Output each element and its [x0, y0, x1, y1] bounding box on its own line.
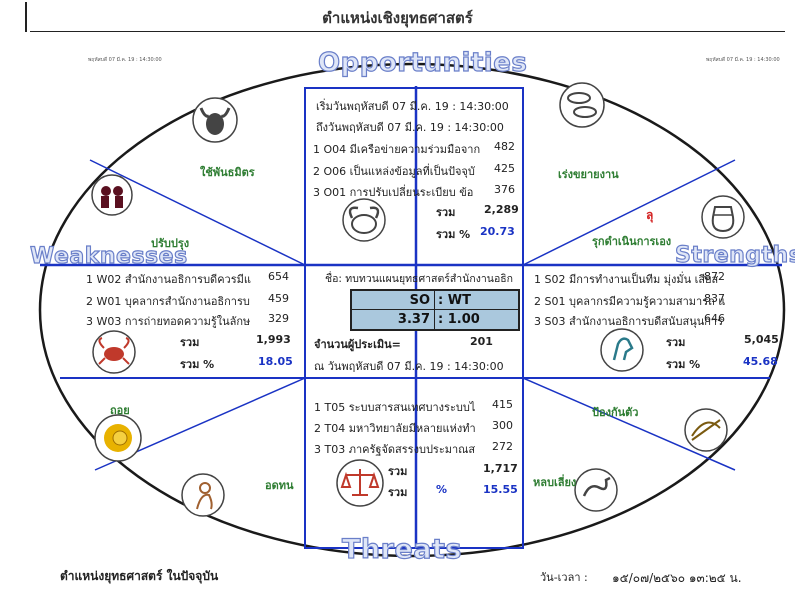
sector-label-endure: อดทน	[265, 479, 294, 492]
sector-label-proactive: รุกดำเนินการเอง	[592, 235, 672, 248]
threat-item-2-value: 300	[492, 419, 513, 432]
weak-pct-label: รวม %	[180, 358, 215, 371]
inner-panel-frame	[304, 87, 524, 549]
threat-total-label: รวม	[388, 465, 408, 478]
threat-item-3-value: 272	[492, 440, 513, 453]
gemini-icon	[91, 174, 133, 216]
weak-total-value: 1,993	[256, 333, 291, 346]
threat-item-1-label: 1 T05 ระบบสารสนเทศบางระบบไ	[314, 401, 476, 414]
str-item-2-label: 2 S01 บุคลากรมีความรู้ความสามารถ แ	[534, 295, 726, 308]
corner-date-right: พฤหัสบดี 07 มี.ค. 19 : 14:30:00	[706, 57, 780, 63]
weak-total-label: รวม	[180, 336, 200, 349]
header-bar	[0, 0, 795, 40]
footer-current-position: ตำแหน่งยุทธศาสตร์ ในปัจจุบัน	[60, 569, 219, 583]
capricorn-icon	[600, 328, 644, 372]
sector-label-avoid: หลบเลี่ยง	[533, 476, 577, 489]
footer-datetime-value: ๑๕/๐๗/๒๕๖๐ ๑๓:๒๕ น.	[612, 571, 742, 585]
opp-item-1-value: 482	[494, 140, 515, 153]
weak-item-3-value: 329	[268, 312, 289, 325]
aries-icon	[342, 198, 386, 242]
weak-item-2-value: 459	[268, 292, 289, 305]
threat-item-1-value: 415	[492, 398, 513, 411]
evaluators-count: 201	[470, 335, 493, 348]
virgo-icon	[181, 473, 225, 517]
aquarius-icon	[701, 195, 745, 239]
evaluation-name: ชื่อ: ทบทวนแผนยุทธศาสตร์สำนักงานอธิก	[325, 273, 514, 285]
str-item-3-value: 646	[704, 312, 725, 325]
ratio-so-label: SO	[409, 293, 430, 308]
diag-top-right	[522, 159, 736, 266]
str-item-2-value: 837	[704, 292, 725, 305]
str-item-3-label: 3 S03 สำนักงานอธิการบดีสนับสนุนการ	[534, 315, 724, 328]
str-total-value: 5,045	[744, 333, 779, 346]
scorpio-icon	[574, 468, 618, 512]
taurus-icon	[192, 97, 238, 143]
page-title: ตำแหน่งเชิงยุทธศาสตร์	[322, 9, 473, 27]
corner-date-left: พฤหัสบดี 07 มี.ค. 19 : 14:30:00	[88, 57, 162, 63]
sector-label-alliance: ใช้พันธมิตร	[200, 166, 255, 179]
opp-item-1-label: 1 O04 มีเครือข่ายความร่วมมือจาก	[313, 143, 481, 156]
ratio-wt-label: : WT	[438, 293, 471, 308]
opportunities-end-date: ถึงวันพฤหัสบดี 07 มี.ค. 19 : 14:30:00	[316, 121, 504, 134]
sector-label-defend: ป้องกันตัว	[592, 406, 639, 419]
outer-ellipse	[38, 62, 786, 558]
threat-item-3-label: 3 T03 ภาครัฐจัดสรรงบประมาณส	[314, 443, 476, 456]
diag-bottom-right	[522, 377, 736, 471]
libra-icon	[336, 459, 384, 507]
evaluation-date: ณ วันพฤหัสบดี 07 มี.ค. 19 : 14:30:00	[314, 360, 504, 373]
leo-icon	[94, 414, 142, 462]
threat-item-2-label: 2 T04 มหาวิทยาลัยมีหลายแห่งทำ	[314, 422, 476, 435]
opp-item-3-value: 376	[494, 183, 515, 196]
footer-datetime-label: วัน-เวลา :	[540, 571, 588, 584]
weaknesses-label: Weaknesses	[29, 243, 188, 269]
threat-pct-value: 15.55	[483, 483, 518, 496]
evaluators-label: จำนวนผู้ประเมิน=	[314, 338, 401, 351]
weak-item-1-label: 1 W02 สำนักงานอธิการบดีควรมีแ	[86, 273, 251, 286]
sector-label-retreat: ถอย	[110, 404, 130, 417]
header-rule	[30, 31, 785, 32]
sector-mark-red: ลุ	[646, 208, 654, 222]
opp-item-2-value: 425	[494, 162, 515, 175]
str-total-label: รวม	[666, 336, 686, 349]
opp-item-2-label: 2 O06 เป็นแหล่งข้อมูลที่เป็นปัจจุบั	[313, 165, 475, 178]
cancer-icon	[92, 330, 136, 374]
threat-total-value: 1,717	[483, 462, 518, 475]
weak-item-2-label: 2 W01 บุคลากรสำนักงานอธิการบ	[86, 295, 250, 308]
pisces-icon	[559, 82, 605, 128]
str-item-1-value: 872	[704, 270, 725, 283]
str-pct-value: 45.68	[743, 355, 778, 368]
weak-item-3-label: 3 W03 การถ่ายทอดความรู้ในลักษ	[86, 315, 251, 328]
opp-total-value: 2,289	[484, 203, 519, 216]
opp-pct-value: 20.73	[480, 225, 515, 238]
header-tick	[25, 2, 27, 32]
opportunities-start-date: เริ่มวันพฤหัสบดี 07 มี.ค. 19 : 14:30:00	[316, 100, 509, 113]
threat-pct-sign: %	[436, 483, 448, 496]
sector-label-improve: ปรับปรุง	[151, 237, 190, 250]
opp-total-label: รวม	[436, 206, 456, 219]
threats-label: Threats	[341, 533, 462, 565]
str-item-1-label: 1 S02 มีการทำงานเป็นทีม มุ่งมั่น เสียส	[534, 273, 719, 286]
threat-pct-label: รวม	[388, 486, 408, 499]
so-wt-ratio-box: SO : WT 3.37 : 1.00	[350, 289, 520, 331]
strengths-label: Strengths	[674, 242, 795, 268]
diag-top-left	[89, 159, 306, 266]
sagittarius-icon	[684, 408, 728, 452]
opp-pct-label: รวม %	[436, 228, 471, 241]
str-pct-label: รวม %	[666, 358, 701, 371]
ratio-so-value: 3.37	[397, 312, 430, 327]
opportunities-label: Opportunities	[317, 47, 528, 78]
ratio-wt-value: : 1.00	[438, 312, 480, 327]
weak-pct-value: 18.05	[258, 355, 293, 368]
opp-item-3-label: 3 O01 การปรับเปลี่ยนระเบียบ ข้อ	[313, 186, 474, 199]
weak-item-1-value: 654	[268, 270, 289, 283]
sector-label-expand: เร่งขยายงาน	[558, 168, 619, 181]
